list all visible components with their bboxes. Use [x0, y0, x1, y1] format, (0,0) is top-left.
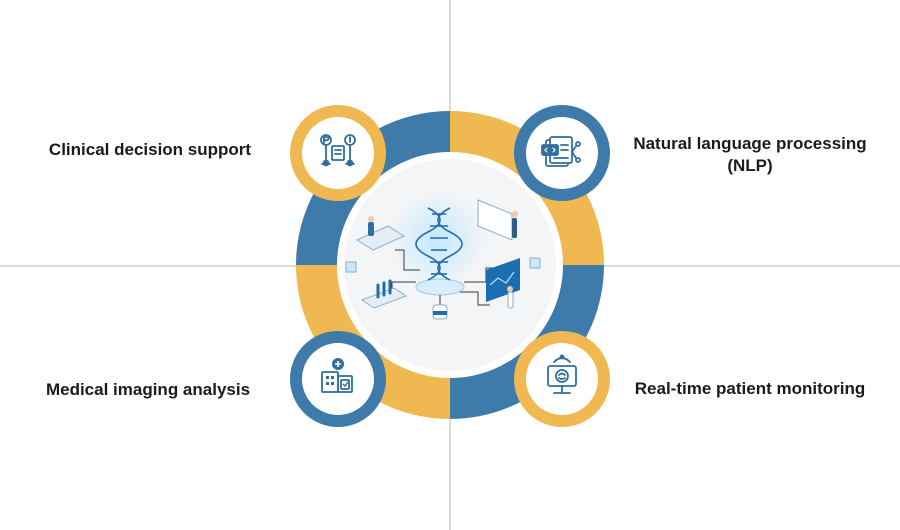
- label-natural-language-processing: Natural language processing (NLP): [633, 134, 867, 175]
- badge-medical-imaging-analysis: [290, 331, 386, 427]
- badge-real-time-patient-monitoring: [514, 331, 610, 427]
- monitor-brain-icon: [547, 354, 577, 394]
- label-medical-imaging-analysis: Medical imaging analysis: [45, 380, 251, 399]
- hospital-building-icon: [321, 358, 353, 393]
- label-clinical-decision-support: Clinical decision support: [48, 140, 252, 159]
- dna-healthcare-illustration: [345, 192, 541, 320]
- decision-flow-icon: [320, 134, 356, 167]
- badge-clinical-decision-support: [290, 105, 386, 201]
- code-document-icon: [541, 136, 581, 167]
- badge-natural-language-processing: [514, 105, 610, 201]
- label-real-time-patient-monitoring: Real-time patient monitoring: [634, 379, 866, 398]
- dna-helix: [415, 207, 463, 281]
